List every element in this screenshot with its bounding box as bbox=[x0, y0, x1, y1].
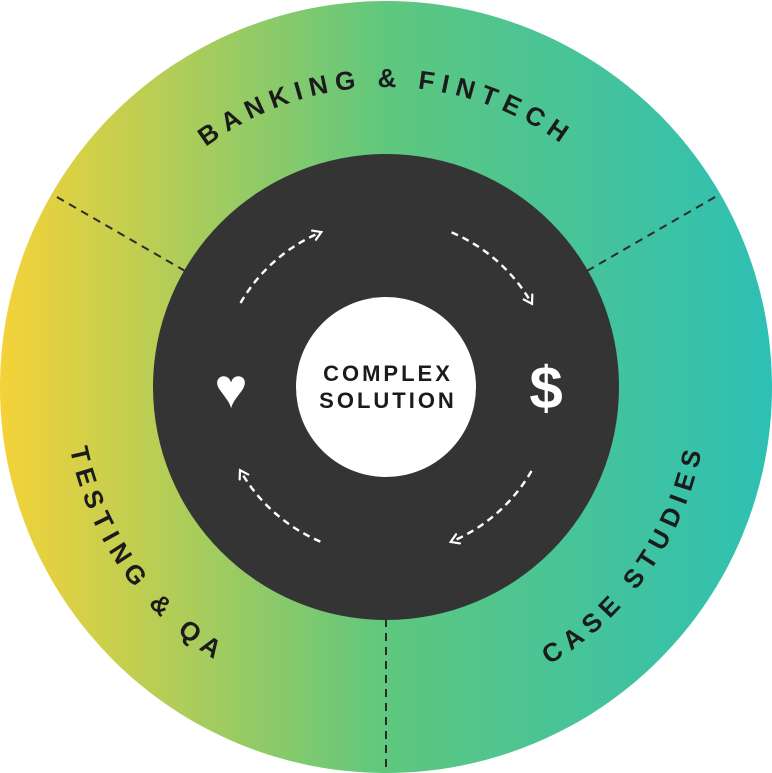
dollar-icon: $ bbox=[529, 355, 562, 422]
center-title-line2: SOLUTION bbox=[319, 388, 457, 413]
sector-divider-lines bbox=[51, 193, 721, 772]
cycle-arrows bbox=[241, 232, 532, 541]
cycle-arrow-top-left bbox=[239, 232, 321, 304]
divider-upper-left bbox=[51, 193, 186, 272]
cycle-arrow-top-right bbox=[451, 231, 532, 303]
center-circle bbox=[296, 297, 476, 477]
divider-upper-right bbox=[586, 193, 721, 272]
heart-icon: ♥ bbox=[214, 357, 247, 420]
center-title-line1: COMPLEX bbox=[323, 361, 453, 386]
cycle-arrow-bottom-left bbox=[241, 471, 321, 543]
cycle-arrow-bottom-right bbox=[452, 470, 533, 542]
